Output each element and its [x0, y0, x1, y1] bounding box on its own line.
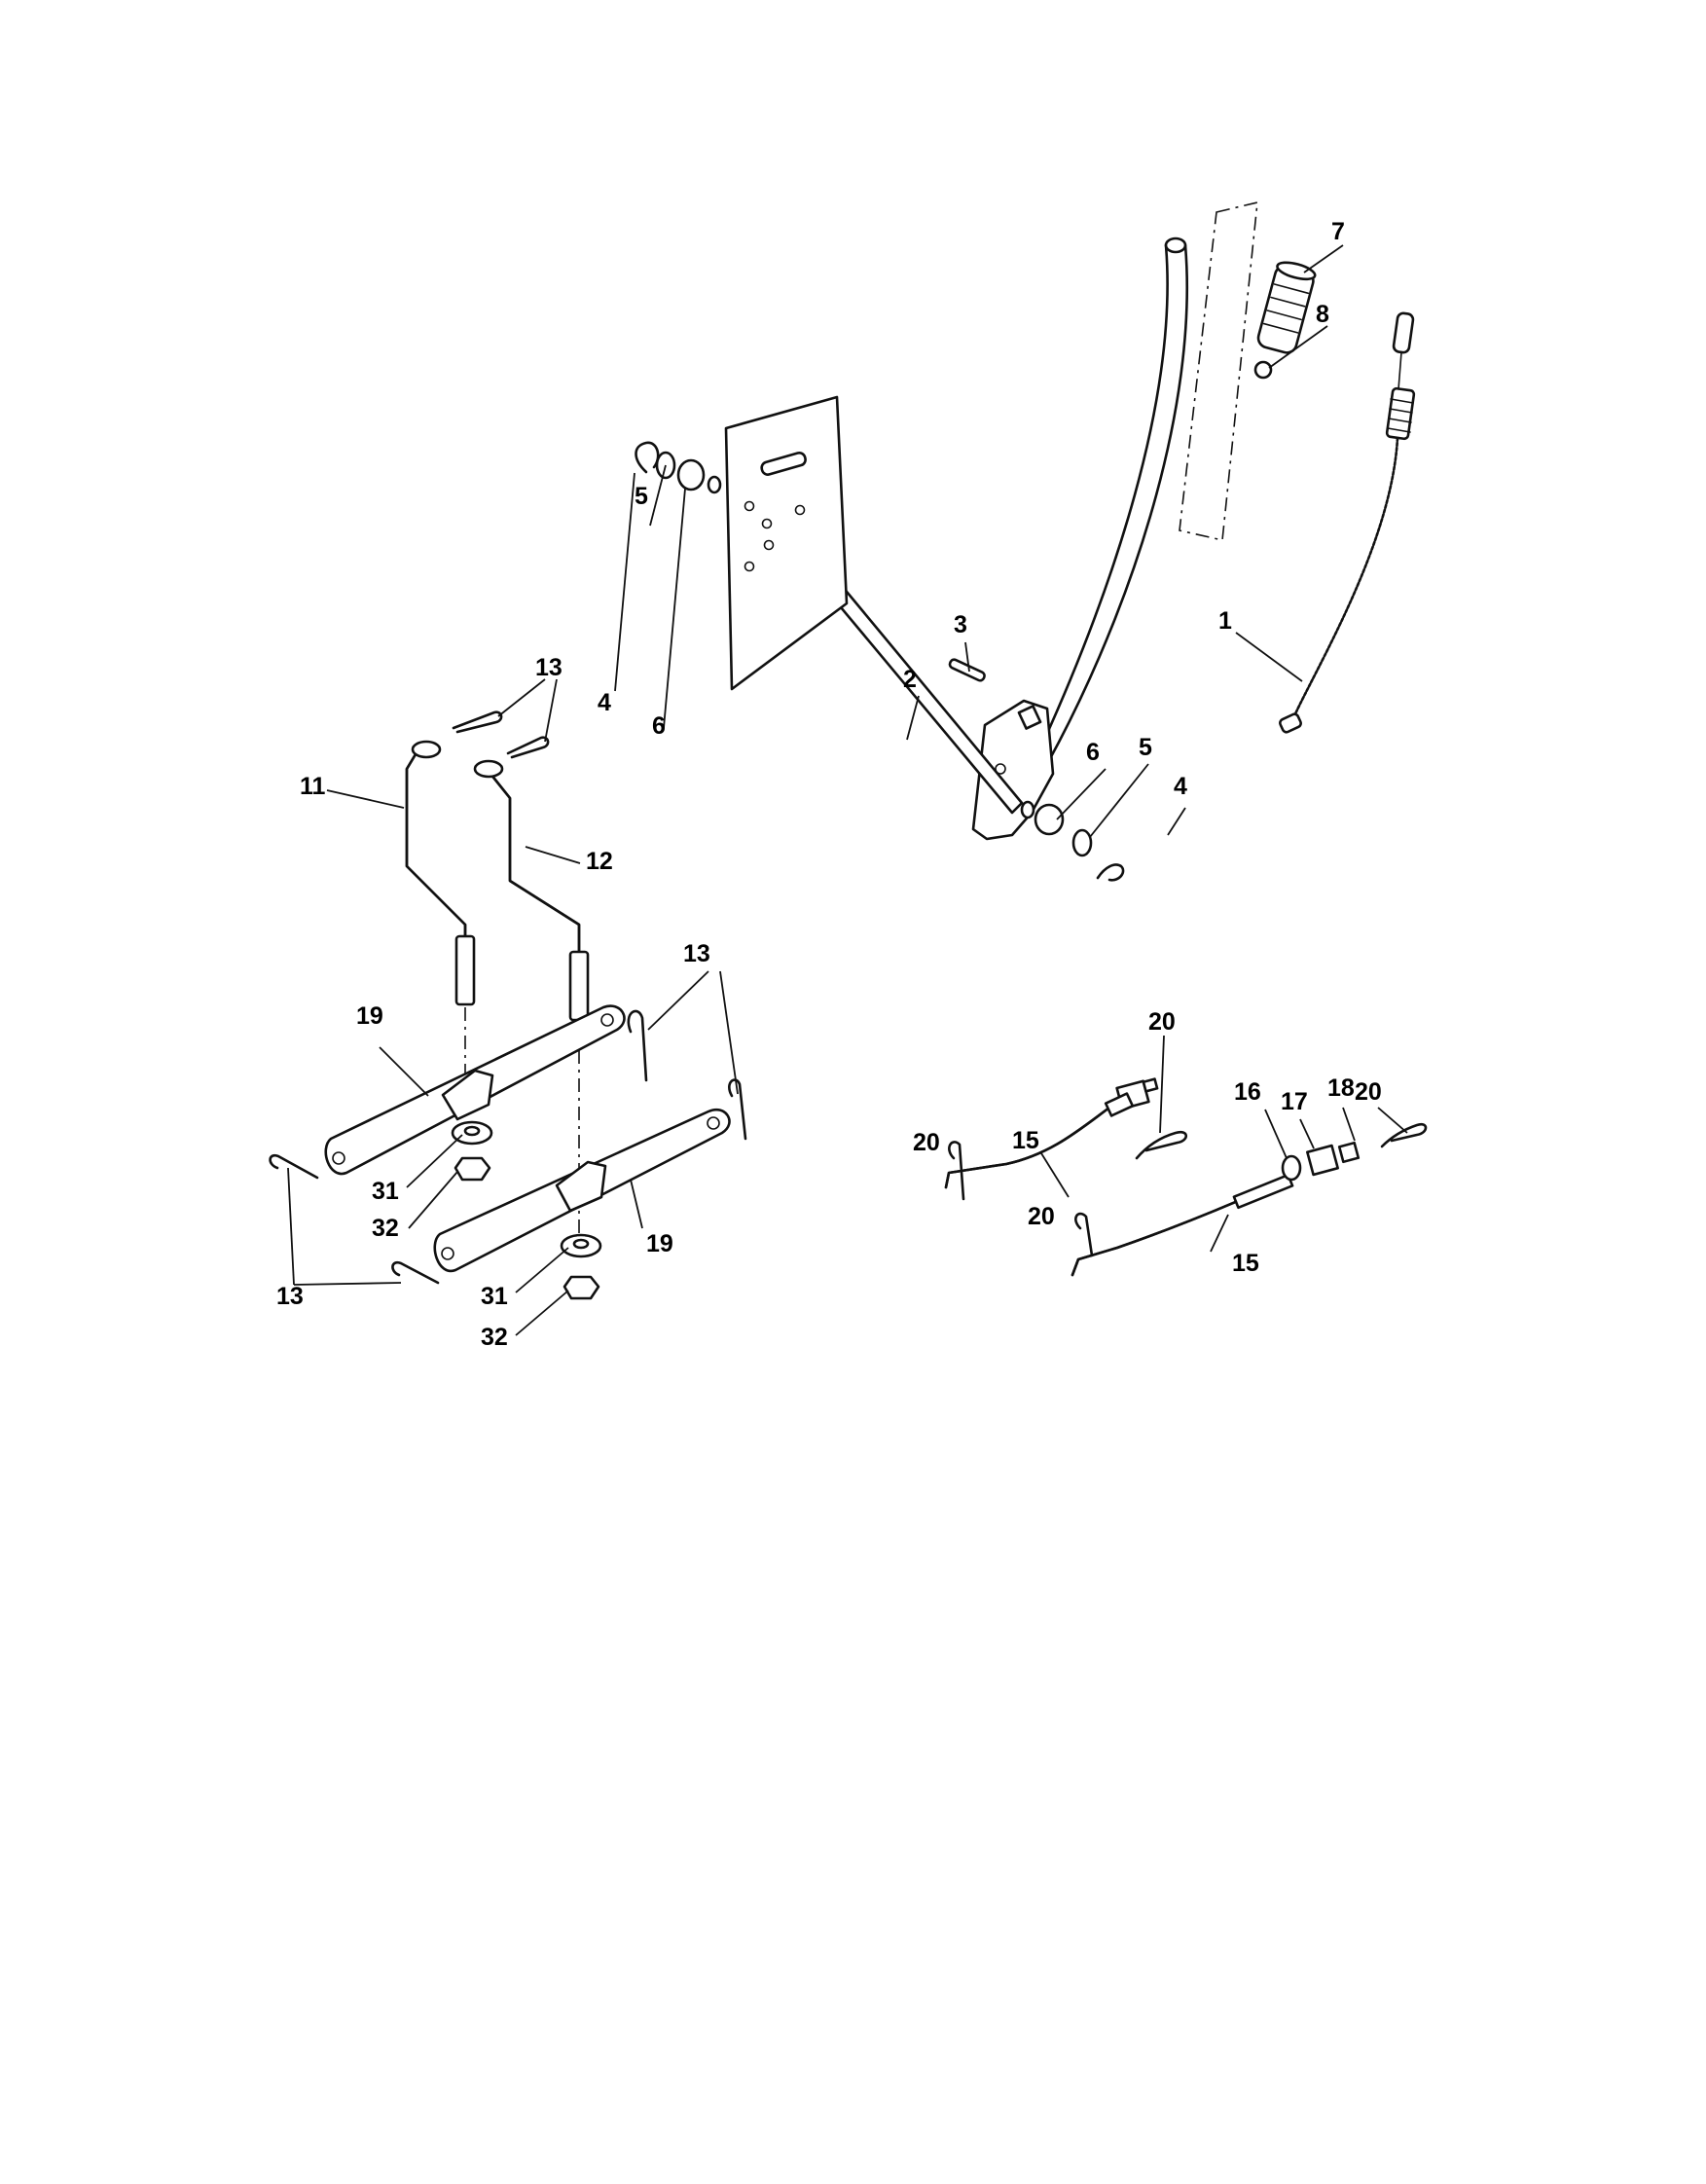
callout-6-right: 6: [1086, 739, 1100, 766]
lift-arms: [324, 1004, 731, 1273]
bracket-hole: [995, 763, 1006, 775]
callout-2: 2: [903, 666, 917, 693]
hairpin-clip-6: [391, 1260, 440, 1285]
trunnion-thread: [1104, 1092, 1135, 1117]
callout-20-right: 20: [1355, 1078, 1382, 1106]
hairpin-clip-20d: [1380, 1122, 1428, 1148]
plate-hole-1: [744, 500, 755, 512]
callout-15-lower: 15: [1232, 1250, 1259, 1277]
shaft-stub-left: [707, 475, 722, 494]
washer-16: [1281, 1154, 1302, 1182]
hairpin-clip-5: [269, 1153, 319, 1180]
washer-right: [1071, 828, 1093, 857]
lift-lever-top-end: [1164, 237, 1187, 254]
callout-13-top: 13: [535, 654, 563, 681]
plate-hole-4: [744, 561, 755, 572]
callout-5-left: 5: [635, 483, 648, 510]
callout-31-upper: 31: [372, 1178, 399, 1205]
washer-31-upper-hole: [463, 1125, 481, 1137]
draft-rods: [944, 1077, 1428, 1277]
lift-link-right: [485, 767, 581, 1014]
plate-hole-3: [763, 539, 775, 551]
retaining-ring-left: [635, 441, 660, 474]
plate-slot: [760, 452, 807, 476]
callout-16: 16: [1234, 1078, 1261, 1106]
release-rod: [1278, 311, 1416, 734]
callout-11: 11: [300, 773, 326, 800]
callout-15-upper: 15: [1012, 1127, 1039, 1154]
lift-arm-lower-boss: [555, 1160, 607, 1213]
bushing-left: [676, 458, 706, 491]
nut-32-lower: [563, 1275, 600, 1300]
callout-5-right: 5: [1139, 734, 1152, 761]
hairpin-clip-20b: [1135, 1130, 1188, 1160]
washers-nuts: [451, 1120, 602, 1300]
lift-arm-upper-boss: [441, 1069, 494, 1121]
callout-20-mid: 20: [1028, 1203, 1055, 1230]
draft-rod-upper-inner: [944, 1106, 1111, 1189]
lift-link-left-top: [411, 740, 442, 759]
hairpin-clip-20c: [1074, 1212, 1094, 1257]
callout-19-lower: 19: [646, 1230, 673, 1257]
callout-18: 18: [1327, 1074, 1355, 1102]
hairpin-clip-4: [728, 1078, 747, 1141]
callout-4-right: 4: [1174, 773, 1187, 800]
callout-32-lower: 32: [481, 1324, 508, 1351]
lift-link-left-thread: [454, 934, 476, 1006]
plate-hole-2: [761, 518, 773, 529]
shaft-stub-right: [1020, 800, 1035, 819]
hairpin-clip-3: [627, 1009, 648, 1082]
hairpin-clip-1: [452, 710, 503, 734]
callout-32-upper: 32: [372, 1215, 399, 1242]
callout-20-left: 20: [913, 1129, 940, 1156]
washer-31-lower-hole: [572, 1238, 590, 1250]
handle-phantom-outline: [1179, 200, 1258, 541]
callout-12: 12: [586, 848, 613, 875]
callout-19-upper: 19: [356, 1002, 383, 1030]
hairpin-clip-20a: [948, 1141, 965, 1201]
callout-8: 8: [1316, 301, 1329, 328]
push-button: [1253, 360, 1273, 380]
lift-arm-upper-hole-1: [332, 1151, 345, 1165]
leader-lines: [287, 244, 1408, 1336]
plate-hole-5: [794, 504, 806, 516]
mounting-plate: [724, 395, 849, 691]
bushing-right: [1034, 803, 1065, 836]
callout-13-right: 13: [683, 940, 710, 967]
callout-17: 17: [1281, 1088, 1308, 1115]
draft-rod-lower-thread: [1232, 1173, 1294, 1210]
callout-13-bottom: 13: [276, 1283, 304, 1310]
nut-32-upper: [454, 1156, 491, 1182]
hairpin-clips: [269, 710, 747, 1285]
lift-link-right-thread: [568, 950, 590, 1022]
hairpin-clip-2: [506, 736, 550, 759]
callout-20-top: 20: [1148, 1008, 1176, 1036]
lift-link-right-inner: [485, 767, 581, 1014]
callout-6-left: 6: [652, 712, 666, 740]
lift-links: [405, 740, 590, 1246]
lift-arm-upper-hole-2: [600, 1013, 614, 1027]
callout-4-left: 4: [598, 689, 611, 716]
lift-handle-assembly: [635, 200, 1416, 882]
callouts: 1 2 3 4 4 5 5 6 6 7 8 11 12 13 13 13 15 …: [276, 218, 1382, 1351]
lift-arm-lower-hole-2: [707, 1116, 720, 1130]
lever-bracket-slot: [1017, 705, 1042, 730]
trunnion-stud: [1142, 1077, 1159, 1093]
ferrule-18: [1337, 1141, 1361, 1164]
trunnion-17: [1306, 1144, 1339, 1177]
lift-arm-lower-hole-1: [441, 1247, 454, 1260]
callout-1: 1: [1218, 607, 1232, 635]
callout-3: 3: [954, 611, 967, 638]
lift-link-right-top: [473, 759, 504, 779]
callout-31-lower: 31: [481, 1283, 508, 1310]
handle-grip: [1256, 261, 1317, 354]
callout-7: 7: [1331, 218, 1345, 245]
retaining-ring-right: [1096, 863, 1125, 882]
